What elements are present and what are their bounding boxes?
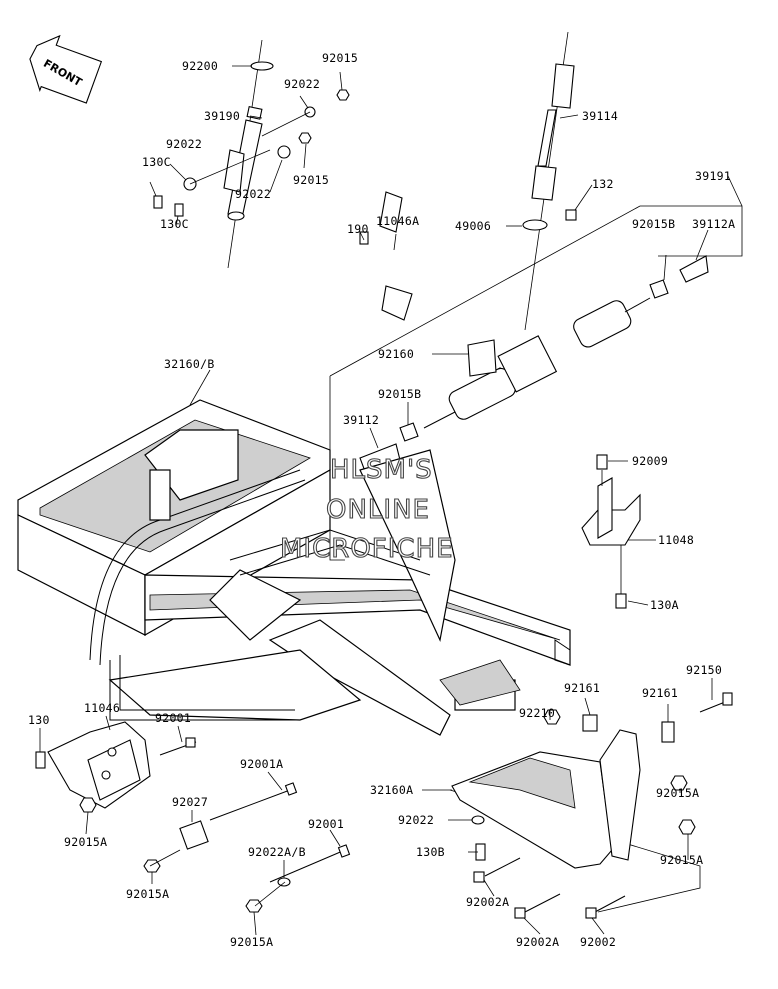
label-39114: 39114 (582, 109, 618, 123)
label-92210: 92210 (519, 706, 555, 720)
label-11046a: 11046A (376, 214, 419, 228)
label-92200: 92200 (182, 59, 218, 73)
label-92022: 92022 (284, 77, 320, 91)
label-92160: 92160 (378, 347, 414, 361)
front-arm-32160a (449, 692, 733, 919)
watermark-line-1: HLSM'S (330, 455, 433, 485)
label-132: 132 (592, 177, 614, 191)
spacer-bolts (143, 782, 351, 913)
label-92022ab: 92022A/B (248, 845, 306, 859)
steering-shaft-assembly (153, 39, 350, 269)
label-92027: 92027 (172, 795, 208, 809)
watermark-line-2: ONLINE (326, 495, 430, 525)
label-92022: 92022 (166, 137, 202, 151)
label-39112: 39112 (343, 413, 379, 427)
label-92150: 92150 (686, 663, 722, 677)
label-39190: 39190 (204, 109, 240, 123)
label-92022: 92022 (398, 813, 434, 827)
label-39112a: 39112A (692, 217, 735, 231)
label-130: 130 (28, 713, 50, 727)
label-190: 190 (347, 222, 369, 236)
label-92002: 92002 (580, 935, 616, 949)
label-49006: 49006 (455, 219, 491, 233)
mount-11046 (35, 721, 197, 813)
label-92015a: 92015A (230, 935, 273, 949)
watermark: HLSM'S ONLINE MICROFICHE (279, 454, 454, 564)
label-92015b: 92015B (632, 217, 675, 231)
label-92015: 92015 (293, 173, 329, 187)
rack-and-pinion-assembly (329, 191, 743, 561)
label-92015a: 92015A (656, 786, 699, 800)
label-92161: 92161 (642, 686, 678, 700)
bracket-11048 (581, 454, 641, 609)
label-39191: 39191 (695, 169, 731, 183)
steering-column-upper (522, 31, 577, 331)
label-92022: 92022 (235, 187, 271, 201)
label-130c: 130C (142, 155, 171, 169)
label-92009: 92009 (632, 454, 668, 468)
label-130c: 130C (160, 217, 189, 231)
label-92015a: 92015A (64, 835, 107, 849)
main-frame (17, 399, 571, 736)
label-32160a: 32160A (370, 783, 413, 797)
label-130a: 130A (650, 598, 679, 612)
label-130b: 130B (416, 845, 445, 859)
label-92015: 92015 (322, 51, 358, 65)
label-92001: 92001 (155, 711, 191, 725)
label-92001a: 92001A (240, 757, 283, 771)
leader-lines (39, 65, 743, 936)
watermark-line-3: MICROFICHE (280, 534, 454, 564)
label-92002a: 92002A (516, 935, 559, 949)
label-92015b: 92015B (378, 387, 421, 401)
front-arrow-icon: FRONT (29, 34, 103, 104)
label-92002a: 92002A (466, 895, 509, 909)
label-92001: 92001 (308, 817, 344, 831)
label-92015a: 92015A (660, 853, 703, 867)
label-92161: 92161 (564, 681, 600, 695)
label-11046: 11046 (84, 701, 120, 715)
label-11048: 11048 (658, 533, 694, 547)
part-labels: 92200 92015 39190 92022 92022 130C 92015… (28, 51, 735, 949)
label-32160b: 32160/B (164, 357, 215, 371)
label-92015a: 92015A (126, 887, 169, 901)
